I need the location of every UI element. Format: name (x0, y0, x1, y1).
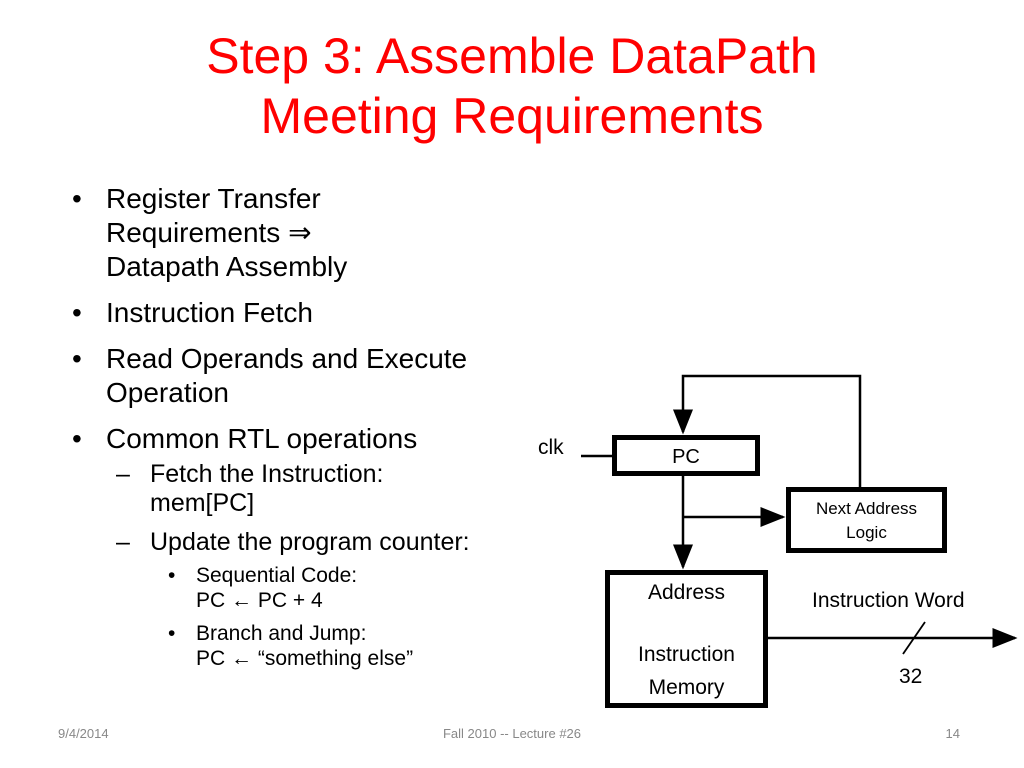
bullet-list: • Register Transfer Requirements ⇒ Datap… (72, 182, 562, 679)
bullet-text: Common RTL operations (106, 423, 418, 454)
pc-label: PC (672, 446, 700, 468)
bus-width-label: 32 (899, 665, 923, 688)
pc-register: PC (612, 435, 760, 476)
memory-name-line: Instruction (638, 643, 735, 666)
bullet-common-rtl: • Common RTL operations (72, 422, 562, 456)
sub-bullet-mark: – (116, 460, 130, 488)
subsub-bullet-mark: • (168, 622, 176, 645)
subsub-bullet-branch: • Branch and Jump: PC ← “something else” (72, 621, 562, 671)
memory-address-label: Address (647, 581, 726, 604)
subsub-bullet-text: PC ← PC + 4 (196, 589, 323, 612)
feedback-wire (673, 374, 862, 488)
footer-course: Fall 2010 -- Lecture #26 (442, 726, 582, 741)
subsub-bullet-mark: • (168, 564, 176, 587)
sub-bullet-text: Fetch the Instruction: (150, 460, 384, 488)
subsub-bullet-sequential: • Sequential Code: PC ← PC + 4 (72, 563, 562, 613)
bullet-text: Datapath Assembly (106, 251, 348, 282)
memory-name-line: Memory (648, 676, 725, 699)
sub-bullet-text: Update the program counter: (150, 528, 470, 556)
instruction-memory-block: Address Instruction Memory (605, 570, 768, 708)
subsub-bullet-text: Branch and Jump: (196, 622, 367, 645)
memory-name-label: Instruction Memory (610, 638, 763, 704)
bullet-mark: • (72, 183, 82, 214)
footer-date: 9/4/2014 (58, 726, 109, 741)
bullet-mark: • (72, 297, 82, 328)
sub-bullet-text: mem[PC] (150, 489, 255, 517)
subsub-bullet-text: PC ← “something else” (196, 647, 414, 670)
bullet-instruction-fetch: • Instruction Fetch (72, 296, 562, 330)
footer-page-number: 14 (945, 726, 960, 741)
bus-width-slash (902, 621, 926, 655)
next-address-label: Logic (846, 523, 887, 542)
clk-label: clk (538, 436, 564, 459)
sub-bullet-fetch: – Fetch the Instruction: mem[PC] (72, 460, 562, 518)
next-address-label: Next Address (815, 499, 918, 518)
title-line-2: Meeting Requirements (260, 88, 764, 144)
bullet-mark: • (72, 343, 82, 374)
bullet-read-operands: • Read Operands and Execute Operation (72, 342, 562, 410)
bullet-mark: • (72, 423, 82, 454)
title-line-1: Step 3: Assemble DataPath (206, 28, 818, 84)
bullet-text: Instruction Fetch (106, 297, 313, 328)
next-address-logic-block: Next Address Logic (786, 487, 947, 553)
sub-bullet-mark: – (116, 528, 130, 556)
instruction-word-label: Instruction Word (812, 589, 965, 612)
subsub-bullet-text: Sequential Code: (196, 564, 358, 587)
bullet-text: Requirements ⇒ (106, 217, 312, 248)
bullet-text: Operation (106, 377, 229, 408)
bullet-text: Register Transfer (106, 183, 321, 214)
bullet-text: Read Operands and Execute (106, 343, 468, 374)
sub-bullet-update-pc: – Update the program counter: (72, 528, 562, 557)
slide-title: Step 3: Assemble DataPath Meeting Requir… (0, 26, 1024, 146)
bullet-register-transfer: • Register Transfer Requirements ⇒ Datap… (72, 182, 562, 284)
